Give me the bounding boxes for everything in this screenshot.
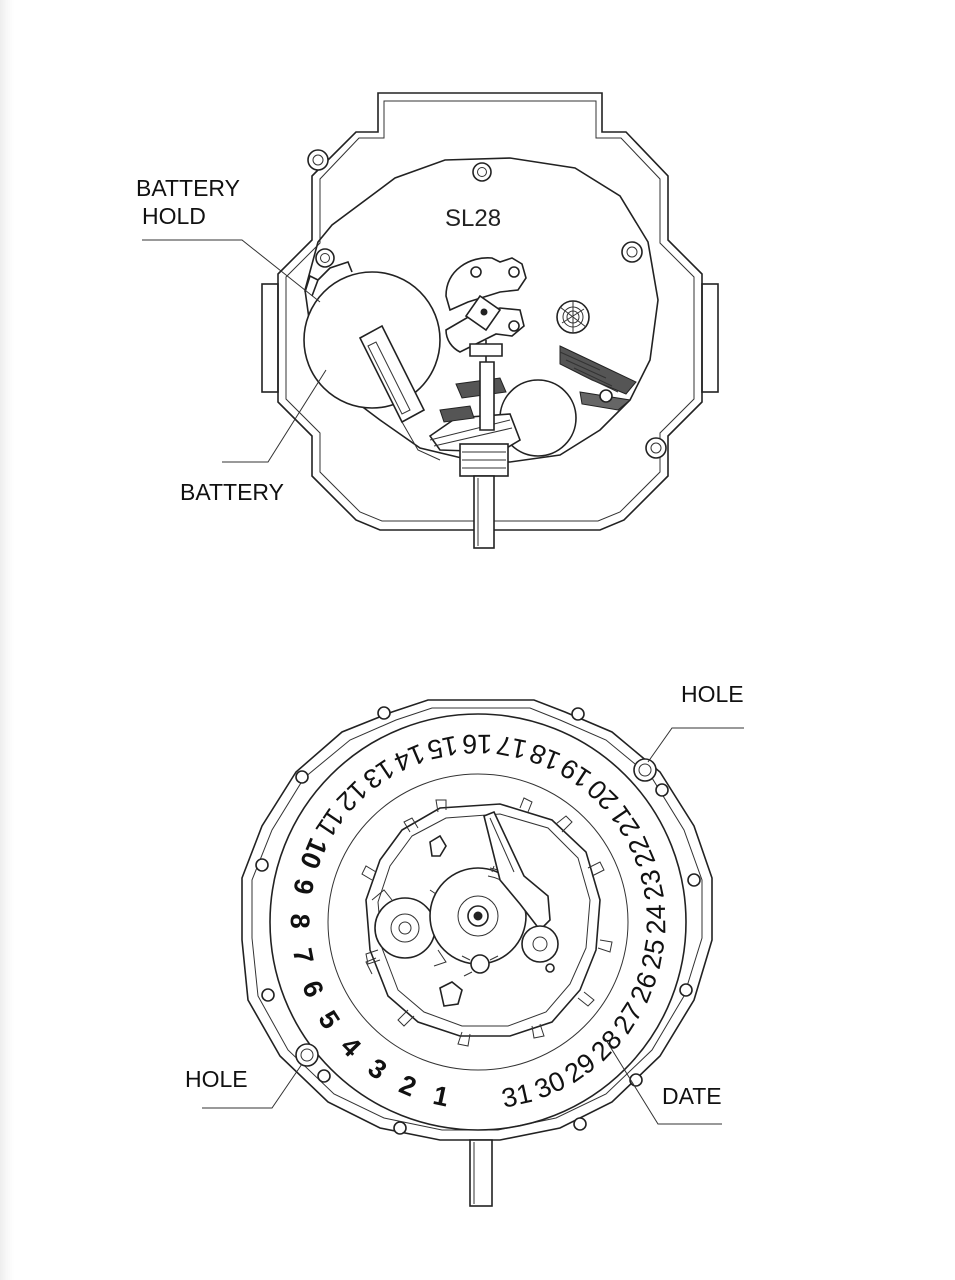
top-gear-train — [428, 340, 521, 453]
battery-leader — [222, 369, 327, 463]
top-movement: SL28 — [136, 92, 719, 549]
battery-hold-label-1: BATTERY — [136, 175, 240, 201]
date-leader — [605, 1039, 722, 1125]
battery-hold-leader — [142, 239, 321, 303]
top-screw-holes — [307, 149, 667, 459]
top-case-inner-outline — [285, 100, 695, 522]
date-label: DATE — [662, 1083, 722, 1109]
top-right-notch — [701, 283, 719, 393]
bottom-case-outline — [241, 699, 713, 1141]
top-crown-stem — [459, 443, 509, 549]
model-name: SL28 — [445, 205, 501, 232]
hole-top-right — [633, 758, 657, 782]
date-numeral-6: 6 — [296, 976, 329, 1001]
top-small-gear — [556, 300, 590, 334]
date-numeral-31: 31 — [499, 1078, 535, 1114]
hole-bottom-leader — [202, 1063, 303, 1109]
date-numeral-17: 17 — [494, 729, 529, 764]
date-numeral-9: 9 — [287, 876, 319, 897]
date-numeral-5: 5 — [312, 1005, 345, 1034]
date-ring-inner — [327, 773, 629, 1071]
date-numeral-24: 24 — [641, 904, 671, 935]
date-ring-outer — [269, 713, 687, 1131]
bottom-stem — [469, 1139, 493, 1207]
date-numeral-7: 7 — [287, 946, 319, 966]
date-numeral-8: 8 — [285, 914, 315, 929]
battery — [303, 261, 441, 461]
top-bridge — [445, 257, 527, 353]
hole-top-leader — [647, 727, 744, 763]
date-numeral-1: 1 — [431, 1080, 452, 1112]
top-case-outline — [277, 92, 703, 531]
date-numeral-26: 26 — [624, 968, 663, 1007]
date-numeral-18: 18 — [525, 737, 564, 776]
date-numeral-10: 10 — [294, 834, 333, 873]
date-numeral-16: 16 — [462, 729, 492, 759]
date-numeral-2: 2 — [395, 1069, 421, 1102]
center-mechanism — [361, 797, 613, 1047]
date-numeral-15: 15 — [425, 730, 460, 765]
date-numeral-4: 4 — [335, 1031, 367, 1063]
battery-hold-label-2: HOLD — [142, 203, 206, 229]
hole-bottom-label: HOLE — [185, 1066, 248, 1092]
hole-bottom-left — [295, 1043, 319, 1067]
date-numeral-3: 3 — [363, 1052, 392, 1085]
hole-top-label: HOLE — [681, 681, 744, 707]
top-left-notch — [261, 283, 279, 393]
battery-label: BATTERY — [180, 479, 284, 505]
date-numeral-25: 25 — [636, 937, 671, 972]
bottom-rim-holes — [255, 706, 701, 1135]
date-numeral-23: 23 — [634, 867, 670, 903]
